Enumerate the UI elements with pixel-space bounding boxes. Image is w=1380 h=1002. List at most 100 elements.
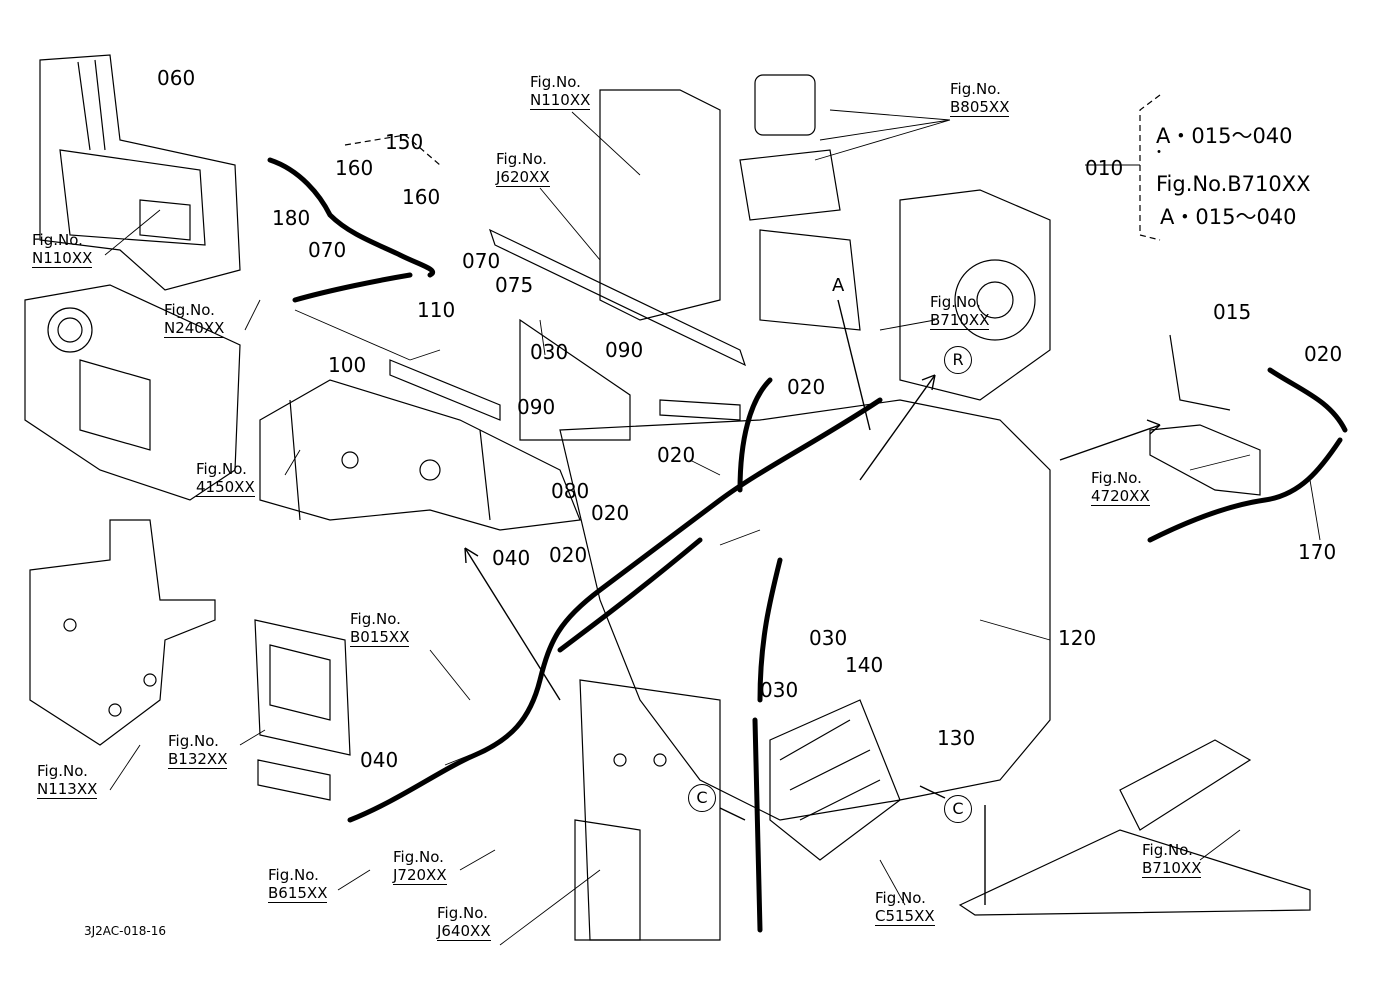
bracket-assembly-top	[599, 74, 861, 331]
fig-ref-j620[interactable]: Fig.No.J620XX	[496, 150, 550, 187]
part-label-060: 060	[157, 66, 196, 90]
part-label-020-mid: 020	[657, 443, 696, 467]
fig-ref-label: Fig.No.	[32, 231, 83, 249]
bottom-right-plate	[958, 739, 1311, 916]
fig-ref-j720[interactable]: Fig.No.J720XX	[393, 848, 447, 885]
fig-ref-label: Fig.No.	[437, 904, 488, 922]
lower-housing	[574, 679, 721, 941]
part-label-030-lower: 030	[760, 678, 799, 702]
part-label-020-left: 020	[591, 501, 630, 525]
dashed-callouts	[344, 94, 1161, 241]
transmission-housing-main	[559, 189, 1051, 861]
fig-ref-n110-left[interactable]: Fig.No.N110XX	[32, 231, 93, 268]
plate-assembly-left	[24, 284, 241, 501]
fig-ref-number: N113XX	[37, 780, 98, 799]
part-label-070-left: 070	[308, 238, 347, 262]
fig-ref-number: N240XX	[164, 319, 225, 338]
marker-circle-r: R	[944, 346, 972, 374]
fig-ref-label: Fig.No.	[350, 610, 401, 628]
marker-label-a: A	[832, 275, 845, 296]
fig-ref-number: B805XX	[950, 98, 1010, 117]
assembly-note-dot: ・	[1152, 145, 1166, 161]
part-label-110: 110	[417, 298, 456, 322]
marker-circle-c-right: C	[944, 795, 972, 823]
fig-ref-n110-top[interactable]: Fig.No.N110XX	[530, 73, 591, 110]
fig-ref-label: Fig.No.	[950, 80, 1001, 98]
wiring-harness	[267, 157, 1348, 933]
fig-ref-number: B710XX	[930, 311, 990, 330]
part-label-090-lower: 090	[517, 395, 556, 419]
part-label-030-upper: 030	[530, 340, 569, 364]
fig-ref-j640[interactable]: Fig.No.J640XX	[437, 904, 491, 941]
part-label-170: 170	[1298, 540, 1337, 564]
fig-ref-b710-bottom[interactable]: Fig.No.B710XX	[1142, 841, 1202, 878]
fig-ref-number: B615XX	[268, 884, 328, 903]
right-plate	[1149, 334, 1261, 496]
frame-assembly-top-left	[39, 54, 241, 291]
part-label-150: 150	[385, 130, 424, 154]
fig-ref-b615[interactable]: Fig.No.B615XX	[268, 866, 328, 903]
part-label-015: 015	[1213, 300, 1252, 324]
fig-ref-number: B132XX	[168, 750, 228, 769]
part-label-020-right: 020	[1304, 342, 1343, 366]
fig-ref-label: Fig.No.	[168, 732, 219, 750]
fig-ref-number: B710XX	[1142, 859, 1202, 878]
fig-ref-label: Fig.No.	[530, 73, 581, 91]
fig-ref-n113[interactable]: Fig.No.N113XX	[37, 762, 98, 799]
part-label-080: 080	[551, 479, 590, 503]
assembly-note-line1: A・015～040	[1156, 124, 1293, 148]
fig-ref-label: Fig.No.	[1142, 841, 1193, 859]
fig-ref-b710-mid[interactable]: Fig.No.B710XX	[930, 293, 990, 330]
fig-ref-label: Fig.No.	[393, 848, 444, 866]
fig-ref-number: N110XX	[32, 249, 93, 268]
fig-ref-number: C515XX	[875, 907, 935, 926]
terminal-strip	[389, 359, 501, 421]
assembly-note-line2: Fig.No.B710XX	[1156, 172, 1311, 196]
part-label-020-top: 020	[787, 375, 826, 399]
part-label-130: 130	[937, 726, 976, 750]
part-label-040-upper: 040	[492, 546, 531, 570]
part-label-075: 075	[495, 273, 534, 297]
part-label-030-right: 030	[809, 626, 848, 650]
fig-ref-number: 4150XX	[196, 478, 255, 497]
controller-unit	[254, 619, 351, 801]
part-label-100: 100	[328, 353, 367, 377]
fig-ref-b015[interactable]: Fig.No.B015XX	[350, 610, 410, 647]
marker-circle-c-left: C	[688, 784, 716, 812]
fig-ref-number: J620XX	[496, 168, 550, 187]
fig-ref-number: B015XX	[350, 628, 410, 647]
assembly-note-line3: A・015～040	[1160, 205, 1297, 229]
fig-ref-4720[interactable]: Fig.No.4720XX	[1091, 469, 1150, 506]
part-label-090-upper: 090	[605, 338, 644, 362]
fig-ref-label: Fig.No.	[268, 866, 319, 884]
part-label-020-lower: 020	[549, 543, 588, 567]
fig-ref-b805[interactable]: Fig.No.B805XX	[950, 80, 1010, 117]
transmission-housing-upper	[259, 379, 581, 531]
part-label-180: 180	[272, 206, 311, 230]
part-label-040-lower: 040	[360, 748, 399, 772]
part-label-120: 120	[1058, 626, 1097, 650]
fig-ref-b132[interactable]: Fig.No.B132XX	[168, 732, 228, 769]
direction-arrows	[464, 299, 1161, 905]
part-label-070-right: 070	[462, 249, 501, 273]
fig-ref-label: Fig.No.	[164, 301, 215, 319]
part-label-160-right: 160	[402, 185, 441, 209]
frame-assembly-bottom-left	[29, 519, 216, 746]
fig-ref-c515[interactable]: Fig.No.C515XX	[875, 889, 935, 926]
fig-ref-label: Fig.No.	[1091, 469, 1142, 487]
drawing-code: 3J2AC-018-16	[84, 924, 167, 938]
long-bracket	[488, 228, 747, 441]
fig-ref-number: J640XX	[437, 922, 491, 941]
fig-ref-label: Fig.No.	[196, 460, 247, 478]
part-label-010: 010	[1085, 156, 1124, 180]
fig-ref-n240[interactable]: Fig.No.N240XX	[164, 301, 225, 338]
fig-ref-number: N110XX	[530, 91, 591, 110]
fig-ref-label: Fig.No.	[37, 762, 88, 780]
fig-ref-number: J720XX	[393, 866, 447, 885]
leader-lines	[104, 109, 1321, 946]
fig-ref-number: 4720XX	[1091, 487, 1150, 506]
fig-ref-4150[interactable]: Fig.No.4150XX	[196, 460, 255, 497]
fig-ref-label: Fig.No.	[930, 293, 981, 311]
fig-ref-label: Fig.No.	[875, 889, 926, 907]
